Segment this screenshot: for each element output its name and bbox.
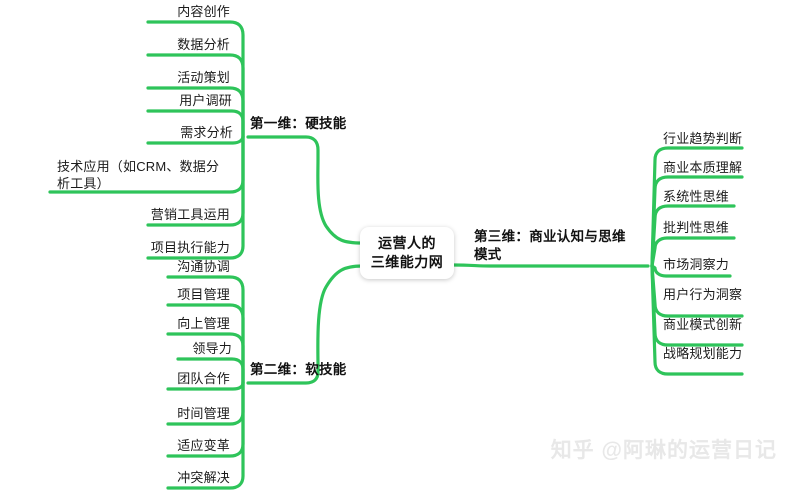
center-node-line1: 运营人的 — [378, 235, 436, 251]
edge-dim1-leaf-3 — [146, 109, 245, 139]
leaf-dim1-7[interactable]: 项目执行能力 — [150, 240, 230, 255]
leaf-dim1-6[interactable]: 营销工具运用 — [150, 207, 230, 222]
edge-dim3-leaf-2 — [650, 204, 736, 268]
leaf-dim2-1[interactable]: 项目管理 — [177, 287, 230, 302]
edge-dim3-leaf-3 — [650, 236, 736, 268]
edge-dim1-leaf-7 — [146, 135, 245, 260]
leaf-dim3-7[interactable]: 战略规划能力 — [663, 346, 743, 361]
branch-label-dim1[interactable]: 第一维：硬技能 — [250, 116, 347, 131]
edge-dim2-leaf-1 — [166, 303, 245, 385]
edge-dim3-leaf-7 — [650, 264, 744, 376]
leaf-dim3-1[interactable]: 商业本质理解 — [663, 160, 743, 175]
leaf-dim3-4[interactable]: 市场洞察力 — [663, 257, 730, 272]
edge-dim3-leaf-1 — [650, 175, 744, 268]
edge-dim1-leaf-0 — [146, 20, 245, 139]
leaf-dim1-1[interactable]: 数据分析 — [177, 37, 230, 52]
leaf-dim1-5[interactable]: 技术应用（如CRM、数据分析工具） — [57, 159, 220, 191]
leaf-dim2-6[interactable]: 适应变革 — [177, 438, 230, 453]
edge-dim3-leaf-6 — [650, 264, 744, 347]
edge-dim1-leaf-2 — [146, 86, 245, 139]
edge-center-dim1 — [246, 135, 364, 245]
edge-dim2-leaf-2 — [166, 332, 245, 385]
center-node[interactable]: 运营人的 三维能力网 — [360, 227, 454, 279]
edge-center-dim2 — [246, 264, 364, 385]
watermark: 知乎 @阿琳的运营日记 — [550, 439, 777, 462]
leaf-dim1-3[interactable]: 用户调研 — [179, 93, 232, 108]
leaf-dim2-4[interactable]: 团队合作 — [177, 371, 230, 386]
edge-dim2-leaf-3 — [176, 357, 245, 385]
leaf-dim3-6[interactable]: 商业模式创新 — [663, 317, 743, 332]
branch-label-dim3[interactable]: 第三维：商业认知与思维模式 — [474, 229, 626, 262]
leaf-dim2-7[interactable]: 冲突解决 — [177, 470, 230, 485]
leaf-dim3-3[interactable]: 批判性思维 — [663, 220, 730, 235]
edge-dim2-leaf-0 — [166, 275, 245, 385]
edge-dim2-leaf-7 — [166, 381, 245, 490]
center-node-line2: 三维能力网 — [370, 254, 444, 270]
branch-label-dim2[interactable]: 第二维：软技能 — [250, 362, 347, 377]
leaf-dim2-5[interactable]: 时间管理 — [177, 406, 230, 421]
edge-dim1-leaf-1 — [146, 53, 245, 139]
leaf-dim1-2[interactable]: 活动策划 — [177, 70, 230, 85]
leaf-dim2-0[interactable]: 沟通协调 — [177, 259, 230, 274]
edge-dim3-leaf-0 — [650, 146, 744, 268]
leaf-dim3-2[interactable]: 系统性思维 — [663, 189, 730, 204]
leaf-dim3-0[interactable]: 行业趋势判断 — [663, 131, 743, 146]
edge-dim3-leaf-4 — [650, 264, 732, 278]
leaf-dim1-0[interactable]: 内容创作 — [177, 4, 230, 19]
leaf-dim2-3[interactable]: 领导力 — [192, 341, 232, 356]
leaf-dim1-4[interactable]: 需求分析 — [180, 125, 233, 140]
leaf-dim3-5[interactable]: 用户行为洞察 — [663, 287, 743, 302]
leaf-dim2-2[interactable]: 向上管理 — [177, 316, 230, 331]
edge-center-dim3 — [452, 263, 650, 268]
